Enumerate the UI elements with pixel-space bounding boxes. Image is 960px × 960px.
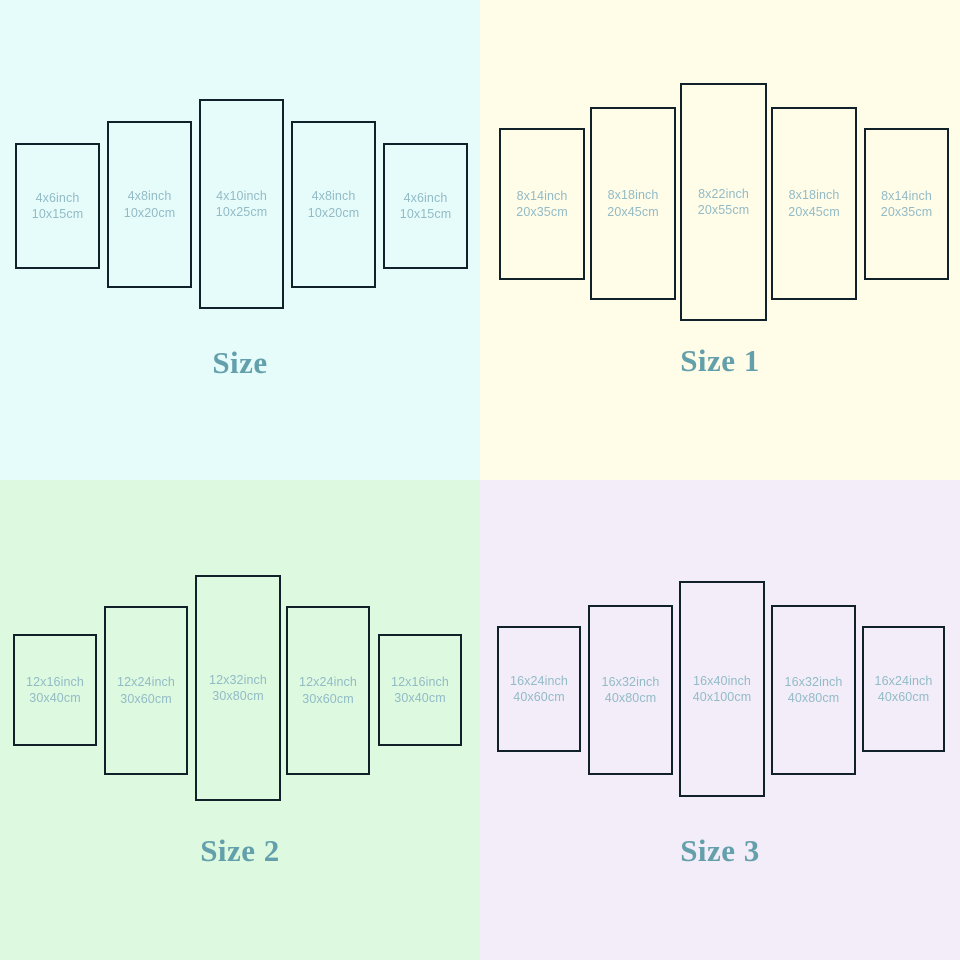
size-3-panel-left-outer[interactable]: 16x24inch 40x60cm (497, 626, 581, 752)
panel-size-cm: 40x80cm (787, 691, 840, 705)
panel-size-cm: 30x60cm (302, 691, 354, 706)
panel-size-inch: 4x6inch (403, 190, 448, 205)
panel-size-inch: 16x32inch (784, 674, 843, 689)
panel-size-cm: 10x15cm (31, 207, 84, 221)
panel-size-cm: 10x20cm (123, 205, 176, 220)
panel-size-cm: 20x35cm (516, 205, 568, 219)
panel-size-inch: 12x24inch (117, 675, 175, 689)
size-1-panel-right-inner[interactable]: 8x18inch 20x45cm (771, 107, 857, 300)
panel-size-cm: 30x40cm (29, 691, 81, 705)
panel-size-inch: 8x14inch (516, 188, 568, 203)
size-2-panel-left-outer[interactable]: 12x16inch 30x40cm (13, 634, 97, 746)
panel-size-label: 12x24inch 30x60cm (117, 674, 175, 707)
size-1-panel-left-inner[interactable]: 8x18inch 20x45cm (590, 107, 676, 300)
panel-size-label: 16x24inch 40x60cm (875, 673, 933, 706)
size-1-panel-left-outer[interactable]: 8x14inch 20x35cm (499, 128, 585, 280)
panel-size-label: 8x18inch 20x45cm (788, 187, 839, 220)
panel-size-inch: 12x16inch (26, 674, 84, 689)
panel-size-inch: 4x6inch (35, 190, 80, 205)
size-3-panel-left-inner[interactable]: 16x32inch 40x80cm (588, 605, 673, 775)
size-panel-left-outer[interactable]: 4x6inch 10x15cm (15, 143, 100, 269)
panel-size-cm: 40x60cm (513, 690, 565, 704)
panel-size-label: 8x14inch 20x35cm (516, 188, 567, 221)
panel-size-label: 8x22inch 20x55cm (698, 186, 749, 219)
size-panel-right-inner[interactable]: 4x8inch 10x20cm (291, 121, 376, 288)
panel-size-label: 4x6inch 10x15cm (400, 190, 451, 223)
quadrant-size-3[interactable]: 16x24inch 40x60cm 16x32inch 40x80cm 16x40inc… (480, 480, 960, 960)
panel-size-label: 4x8inch 10x20cm (124, 188, 175, 221)
panel-size-cm: 30x40cm (394, 691, 446, 705)
size-3-panel-right-outer[interactable]: 16x24inch 40x60cm (862, 626, 945, 752)
panel-size-inch: 8x18inch (788, 188, 840, 202)
size-1-panel-center[interactable]: 8x22inch 20x55cm (680, 83, 767, 321)
panel-size-inch: 8x22inch (698, 186, 749, 201)
quadrant-title-size-2: Size 2 (200, 833, 280, 868)
panel-size-cm: 40x100cm (692, 690, 752, 704)
panel-size-inch: 8x18inch (607, 188, 659, 202)
quadrant-title-size-1: Size 1 (680, 343, 760, 378)
panel-size-label: 16x24inch 40x60cm (510, 673, 568, 706)
panel-size-inch: 16x32inch (601, 674, 660, 689)
panel-size-label: 8x14inch 20x35cm (881, 188, 932, 221)
panel-size-cm: 10x15cm (399, 207, 452, 221)
panel-size-cm: 20x55cm (697, 203, 750, 217)
panel-size-cm: 40x60cm (877, 690, 930, 704)
quadrant-size-1[interactable]: 8x14inch 20x35cm 8x18inch 20x45cm 8x22inch 20… (480, 0, 960, 480)
size-1-panel-right-outer[interactable]: 8x14inch 20x35cm (864, 128, 949, 280)
panel-size-label: 8x18inch 20x45cm (607, 187, 658, 220)
size-panel-right-outer[interactable]: 4x6inch 10x15cm (383, 143, 468, 269)
panel-size-inch: 12x24inch (299, 675, 357, 689)
panel-size-cm: 40x80cm (604, 691, 657, 705)
quadrant-title-size-3: Size 3 (680, 833, 760, 868)
quadrant-title-size: Size (212, 345, 268, 380)
panel-size-cm: 10x20cm (307, 205, 360, 220)
quadrant-size[interactable]: 4x6inch 10x15cm 4x8inch 10x20cm 4x10inch 10x2… (0, 0, 480, 480)
panel-size-label: 12x16inch 30x40cm (26, 674, 84, 707)
panel-size-label: 4x6inch 10x15cm (32, 190, 83, 223)
panel-size-label: 4x8inch 10x20cm (308, 188, 359, 221)
panel-size-inch: 8x14inch (881, 188, 932, 203)
size-3-panel-center[interactable]: 16x40inch 40x100cm (679, 581, 765, 797)
panel-size-label: 12x24inch 30x60cm (299, 674, 357, 707)
panel-cluster-size-2: 12x16inch 30x40cm 12x24inch 30x60cm 12x32inc… (0, 480, 480, 960)
quadrant-size-2[interactable]: 12x16inch 30x40cm 12x24inch 30x60cm 12x32inc… (0, 480, 480, 960)
panel-size-cm: 20x35cm (880, 205, 933, 219)
panel-size-cm: 10x25cm (215, 205, 268, 219)
panel-size-label: 12x32inch 30x80cm (209, 672, 267, 705)
panel-size-inch: 16x24inch (510, 673, 568, 688)
panel-size-inch: 16x40inch (693, 673, 751, 688)
panel-cluster-size-3: 16x24inch 40x60cm 16x32inch 40x80cm 16x40inc… (480, 480, 960, 960)
panel-size-inch: 12x32inch (209, 672, 267, 687)
panel-size-label: 12x16inch 30x40cm (391, 674, 449, 707)
panel-size-inch: 16x24inch (874, 673, 933, 688)
size-panel-left-inner[interactable]: 4x8inch 10x20cm (107, 121, 192, 288)
panel-size-label: 16x32inch 40x80cm (602, 674, 660, 707)
panel-cluster-size: 4x6inch 10x15cm 4x8inch 10x20cm 4x10inch 10x2… (0, 0, 480, 480)
panel-size-cm: 30x80cm (212, 689, 264, 703)
size-2-panel-right-inner[interactable]: 12x24inch 30x60cm (286, 606, 370, 775)
panel-size-cm: 20x45cm (607, 204, 659, 219)
panel-cluster-size-1: 8x14inch 20x35cm 8x18inch 20x45cm 8x22inch 20… (480, 0, 960, 480)
panel-size-label: 4x10inch 10x25cm (216, 188, 267, 221)
panel-size-label: 16x40inch 40x100cm (693, 673, 751, 706)
panel-size-inch: 4x8inch (311, 189, 356, 203)
panel-size-inch: 12x16inch (391, 674, 449, 689)
panel-size-cm: 30x60cm (120, 691, 172, 706)
size-2-panel-right-outer[interactable]: 12x16inch 30x40cm (378, 634, 462, 746)
size-2-panel-left-inner[interactable]: 12x24inch 30x60cm (104, 606, 188, 775)
panel-size-inch: 4x8inch (127, 189, 172, 203)
panel-size-label: 16x32inch 40x80cm (785, 674, 843, 707)
size-3-panel-right-inner[interactable]: 16x32inch 40x80cm (771, 605, 856, 775)
panel-size-inch: 4x10inch (216, 188, 267, 203)
size-2-panel-center[interactable]: 12x32inch 30x80cm (195, 575, 281, 801)
size-panel-center[interactable]: 4x10inch 10x25cm (199, 99, 284, 309)
panel-size-cm: 20x45cm (788, 204, 840, 219)
